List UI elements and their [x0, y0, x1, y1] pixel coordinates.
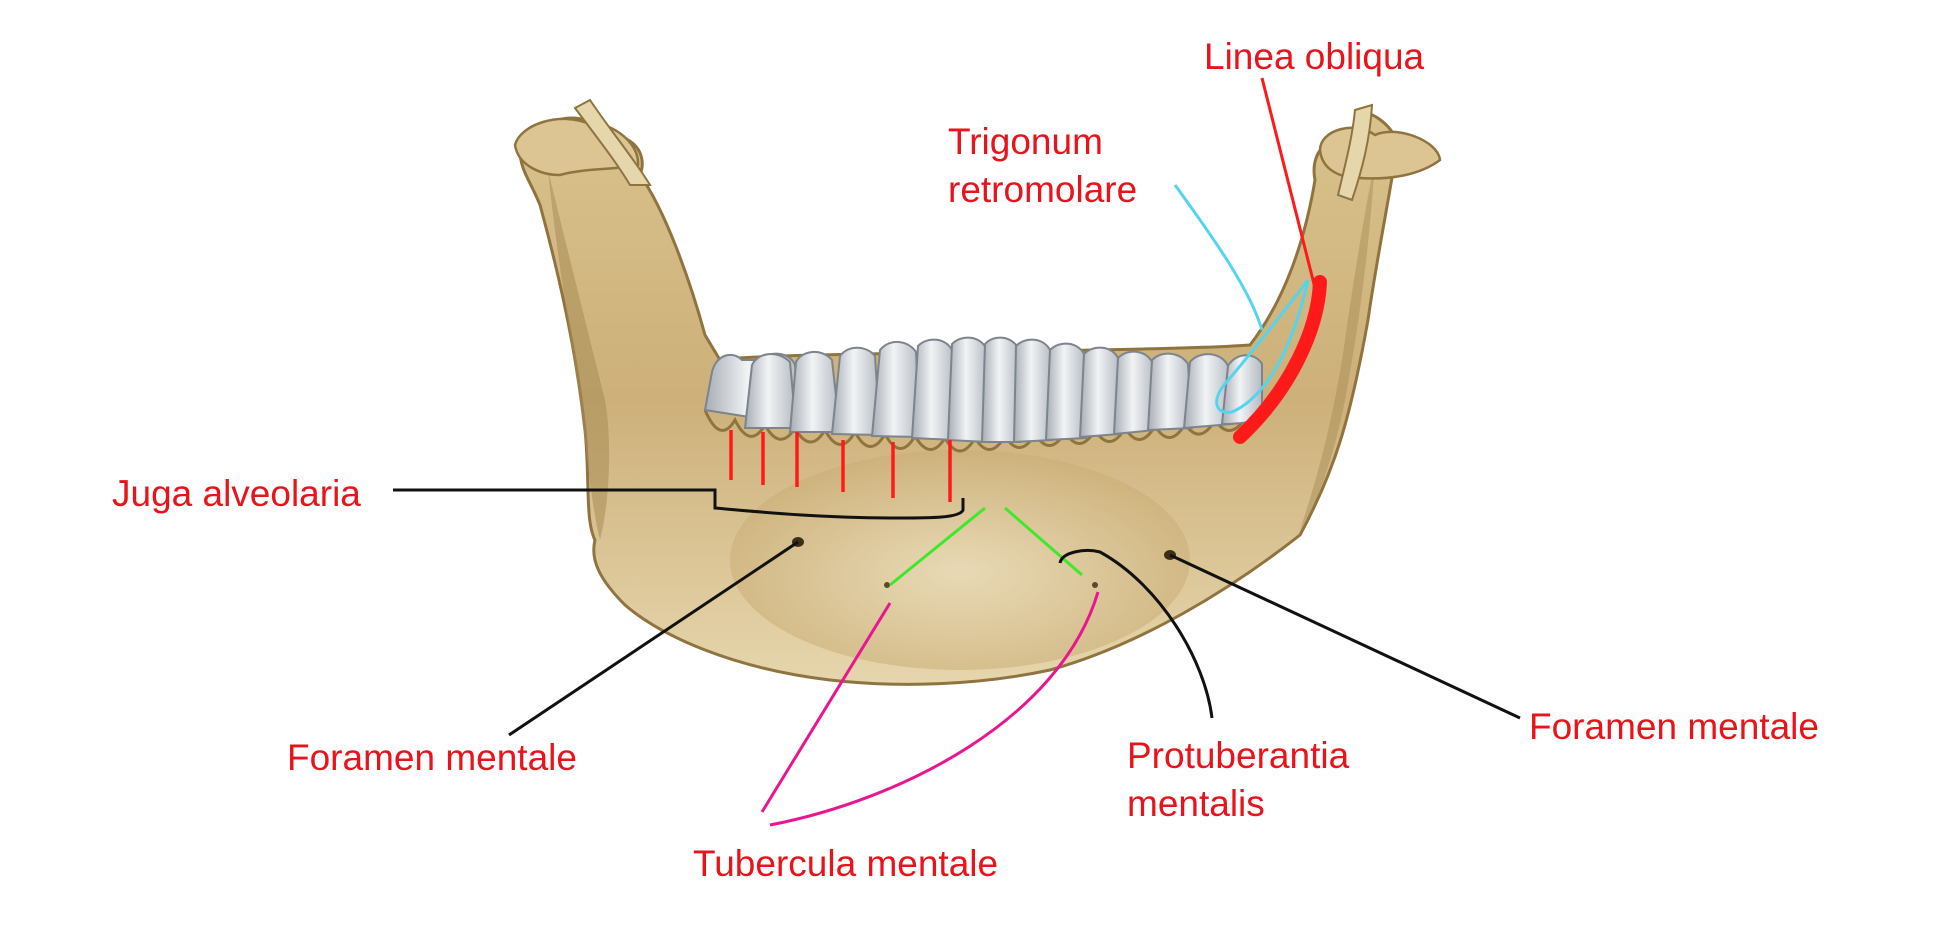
label-linea-obliqua: Linea obliqua: [1204, 36, 1425, 77]
teeth-row: [703, 336, 1263, 444]
left-ramus-shadow: [548, 170, 610, 540]
label-protuberantia-line1: Protuberantia: [1127, 735, 1350, 776]
protuberantia-leader: [1058, 548, 1214, 719]
label-trigonum-line2: retromolare: [948, 169, 1138, 210]
label-juga-alveolaria: Juga alveolaria: [112, 473, 361, 514]
left-coronoid: [573, 98, 652, 186]
label-tubercula-mentale: Tubercula mentale: [693, 843, 999, 884]
foramen-mentale-right-leader: [1169, 553, 1521, 720]
label-protuberantia-line2: mentalis: [1127, 783, 1265, 824]
protuberantia-green-lines: [889, 506, 1083, 587]
linea-obliqua-ridge: [1233, 275, 1327, 444]
trigonum-retromolare-loop: [1173, 184, 1310, 414]
foramen-mentale-left-leader: [508, 540, 799, 737]
right-coronoid: [1336, 103, 1374, 202]
tubercula-mentale-leaders: [760, 591, 1100, 827]
linea-obliqua-leader: [1260, 77, 1317, 289]
label-trigonum-line1: Trigonum: [948, 121, 1103, 162]
tuberculum-left-dot: [884, 582, 890, 588]
label-foramen-mentale-left: Foramen mentale: [287, 737, 577, 778]
tuberculum-right-dot: [1092, 582, 1098, 588]
juga-alveolaria-bracket: [393, 488, 965, 520]
right-condyle: [1318, 126, 1442, 180]
chin-highlight: [730, 450, 1190, 670]
juga-alveolaria-markers: [729, 430, 952, 502]
label-foramen-mentale-right: Foramen mentale: [1529, 706, 1819, 747]
